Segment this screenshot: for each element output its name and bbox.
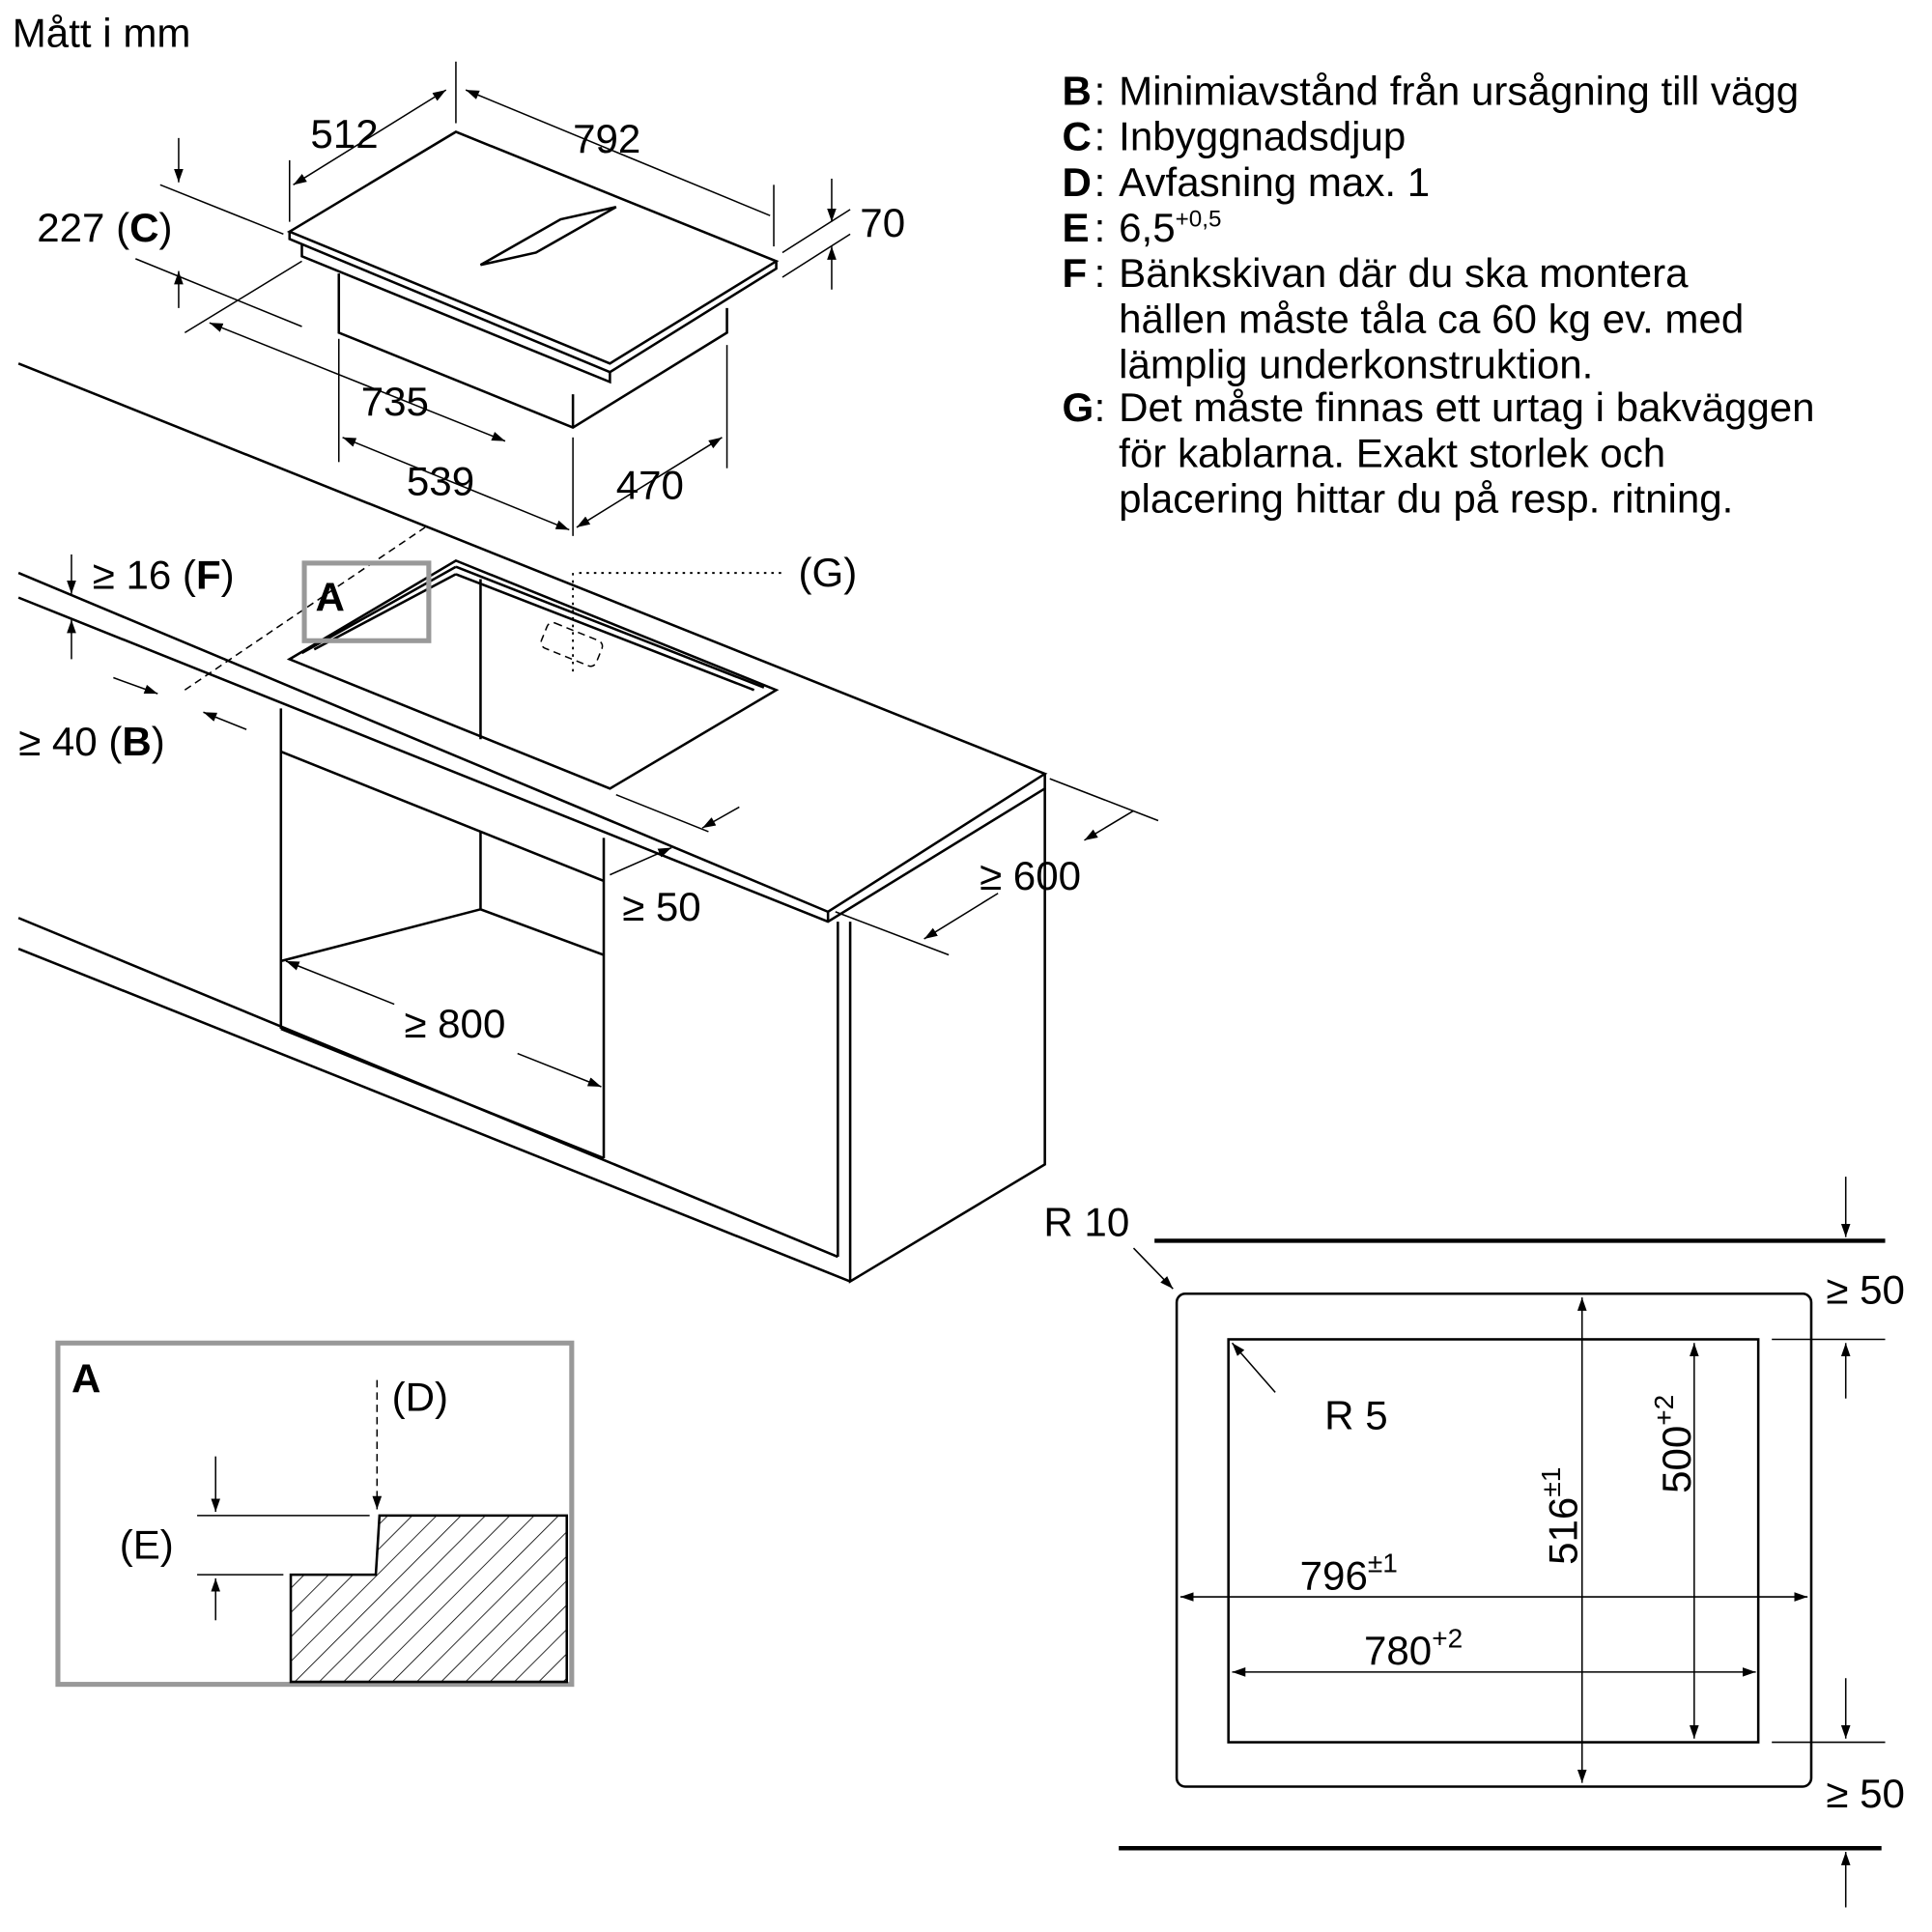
detail-a-label: A bbox=[316, 575, 345, 620]
svg-text::: : bbox=[1094, 384, 1106, 430]
legend-key-g: G bbox=[1062, 384, 1094, 430]
dim-516: 516±1 bbox=[1536, 1467, 1586, 1565]
dim-70: 70 bbox=[860, 200, 905, 245]
legend-text-g-2: för kablarna. Exakt storlek och bbox=[1119, 430, 1665, 475]
label-e: (E) bbox=[120, 1522, 174, 1568]
dim-50-front: ≥ 50 bbox=[622, 884, 701, 929]
label-r10: R 10 bbox=[1043, 1199, 1129, 1244]
legend-text-g-3: placering hittar du på resp. ritning. bbox=[1119, 476, 1733, 522]
dim-735: 735 bbox=[361, 379, 429, 424]
legend-text-c: Inbyggnadsdjup bbox=[1119, 114, 1406, 159]
legend-key-e: E bbox=[1062, 205, 1089, 250]
dim-800: ≥ 800 bbox=[404, 1001, 505, 1046]
label-d: (D) bbox=[392, 1374, 448, 1419]
dim-780: 780+2 bbox=[1364, 1623, 1463, 1673]
dim-600: ≥ 600 bbox=[980, 853, 1081, 898]
legend-key-d: D bbox=[1062, 159, 1091, 205]
legend-text-f-2: hällen måste tåla ca 60 kg ev. med bbox=[1119, 296, 1744, 341]
legend-text-b: Minimiavstånd från ursågning till vägg bbox=[1119, 68, 1799, 113]
svg-text::: : bbox=[1094, 114, 1106, 159]
units-label: Mått i mm bbox=[13, 10, 191, 55]
dim-227-c: 227 (C) bbox=[37, 205, 172, 250]
dim-792: 792 bbox=[573, 116, 640, 161]
dim-500: 500+2 bbox=[1649, 1395, 1699, 1493]
dim-539: 539 bbox=[407, 459, 474, 504]
detail-a-title: A bbox=[71, 1355, 100, 1401]
dim-50-top: ≥ 50 bbox=[1826, 1266, 1905, 1312]
dim-40-b: ≥ 40 (B) bbox=[18, 719, 165, 764]
label-r5: R 5 bbox=[1324, 1393, 1387, 1438]
countertop-drawing: (G) A ≥ 16 (F) ≥ 40 (B) ≥ 50 ≥ 600 ≥ 800 bbox=[17, 362, 1159, 1284]
svg-text::: : bbox=[1094, 250, 1106, 296]
dim-16-f: ≥ 16 (F) bbox=[93, 553, 235, 598]
dim-796: 796±1 bbox=[1300, 1548, 1398, 1599]
label-g: (G) bbox=[799, 550, 858, 595]
dim-512: 512 bbox=[310, 111, 378, 156]
legend-text-e: 6,5+0,5 bbox=[1119, 205, 1221, 250]
hob-drawing: 512 792 227 (C) 70 735 539 470 bbox=[37, 61, 905, 536]
detail-a-marker bbox=[301, 560, 432, 643]
svg-text::: : bbox=[1094, 68, 1106, 113]
legend-key-c: C bbox=[1062, 114, 1091, 159]
svg-text::: : bbox=[1094, 159, 1106, 205]
legend-key-f: F bbox=[1062, 250, 1087, 296]
legend: B: Minimiavstånd från ursågning till väg… bbox=[1062, 68, 1814, 521]
detail-a-panel: A (D) (E) bbox=[55, 1340, 575, 1688]
legend-text-d: Avfasning max. 1 bbox=[1119, 159, 1430, 205]
legend-text-g: Det måste finnas ett urtag i bakväggen bbox=[1119, 384, 1814, 430]
legend-text-f: Bänkskivan där du ska montera bbox=[1119, 250, 1689, 296]
legend-key-b: B bbox=[1062, 68, 1091, 113]
legend-text-f-3: lämplig underkonstruktion. bbox=[1119, 342, 1593, 387]
svg-text::: : bbox=[1094, 205, 1106, 250]
dim-50-bottom: ≥ 50 bbox=[1826, 1771, 1905, 1816]
cutout-plan: R 10 R 5 796±1 780+2 516±1 500+2 ≥ 50 ≥ … bbox=[1043, 1177, 1905, 1908]
dim-470: 470 bbox=[616, 463, 684, 508]
